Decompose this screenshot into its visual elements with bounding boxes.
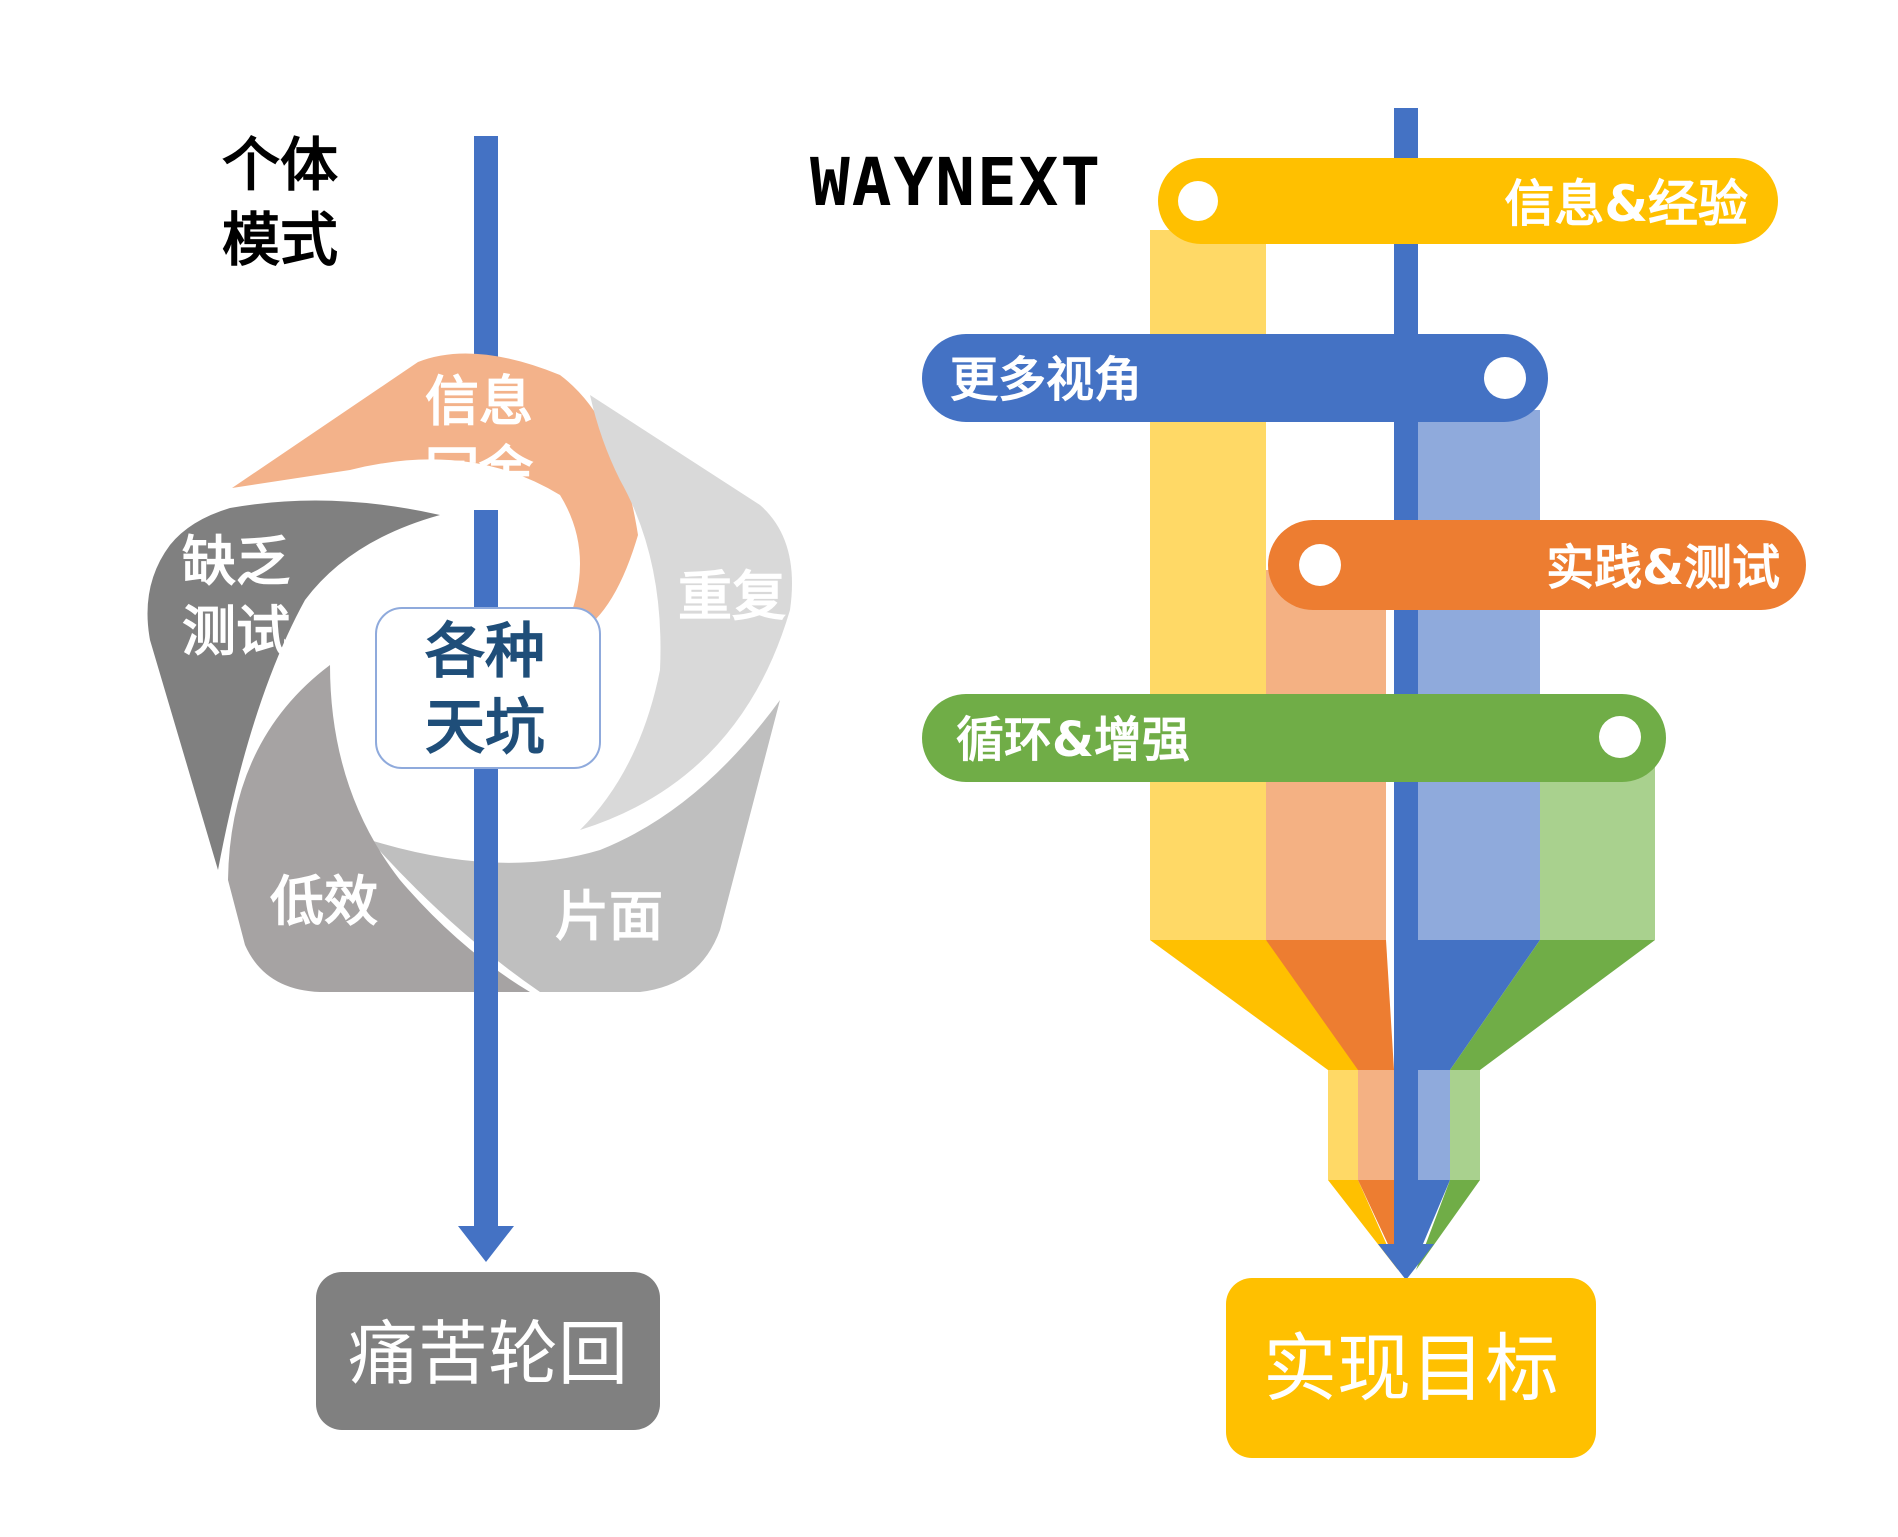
bar-info-label: 信息&经验 [1504, 175, 1748, 233]
segment-label-info-line2: 冗余 [425, 440, 534, 503]
funnel-info [1150, 940, 1394, 1070]
left-arrow-shaft-bottom [474, 990, 498, 1230]
column-perspective-light [1416, 410, 1540, 940]
neck-practice [1358, 1070, 1394, 1180]
bar-more-perspectives: 更多视角 [922, 334, 1548, 422]
wheel-segment-info-redundant [232, 353, 638, 640]
center-label-line2: 天坑 [425, 693, 545, 763]
bar-loop-enhance: 循环&增强 [922, 694, 1666, 782]
wheel-segment-lack-testing [147, 500, 440, 870]
segment-label-repeat: 重复 [678, 565, 786, 628]
waynext-brand: WAYNEXT [810, 144, 1102, 221]
funnel-practice [1266, 940, 1394, 1070]
individual-mode-title-line2: 模式 [222, 206, 338, 274]
individual-mode-panel: 个体 模式 信息 冗余 重复 片面 低效 缺乏 测试 各种 [147, 131, 792, 1430]
bar-practice-label: 实践&测试 [1546, 540, 1780, 596]
suffering-cycle-label: 痛苦轮回 [348, 1313, 628, 1395]
achieve-goal-label: 实现目标 [1263, 1326, 1559, 1412]
left-arrow-head [458, 1226, 514, 1262]
achieve-goal-box [1226, 1278, 1596, 1458]
segment-label-info-line1: 信息 [425, 370, 533, 433]
neck-loop [1450, 1070, 1480, 1180]
bar-practice-testing: 实践&测试 [1268, 520, 1806, 610]
waynext-panel: WAYNEXT [810, 108, 1806, 1458]
center-pitfalls-box [375, 607, 601, 769]
funnel-perspective [1416, 940, 1540, 1070]
bar-info-node-icon [1178, 181, 1218, 221]
bar-loop-label: 循环&增强 [956, 712, 1190, 768]
wheel-segment-repeat [580, 395, 792, 830]
center-label-line1: 各种 [425, 617, 545, 687]
bar-perspective-label: 更多视角 [950, 352, 1142, 408]
tip-loop [1416, 1180, 1480, 1270]
right-arrow-shaft [1394, 108, 1418, 1248]
segment-label-lack-line1: 缺乏 [182, 530, 290, 593]
bar-practice-node-icon [1299, 544, 1341, 586]
right-arrow-head [1378, 1244, 1434, 1280]
neck-perspective [1416, 1070, 1450, 1180]
bar-loop-node-icon [1599, 716, 1641, 758]
funnel-loop [1450, 940, 1655, 1070]
segment-label-one-sided: 片面 [555, 885, 663, 948]
neck-info [1328, 1070, 1358, 1180]
wheel-segment-one-sided [370, 700, 780, 992]
segment-label-inefficient: 低效 [270, 870, 378, 933]
bar-perspective-node-icon [1484, 357, 1526, 399]
left-arrow-shaft-top [474, 136, 498, 386]
segment-label-lack-line2: 测试 [182, 600, 290, 663]
suffering-cycle-box [316, 1272, 660, 1430]
wheel-segment-inefficient [228, 665, 530, 992]
individual-mode-title-line1: 个体 [222, 131, 338, 199]
bar-info-experience: 信息&经验 [1158, 158, 1778, 244]
tip-info [1328, 1180, 1398, 1270]
